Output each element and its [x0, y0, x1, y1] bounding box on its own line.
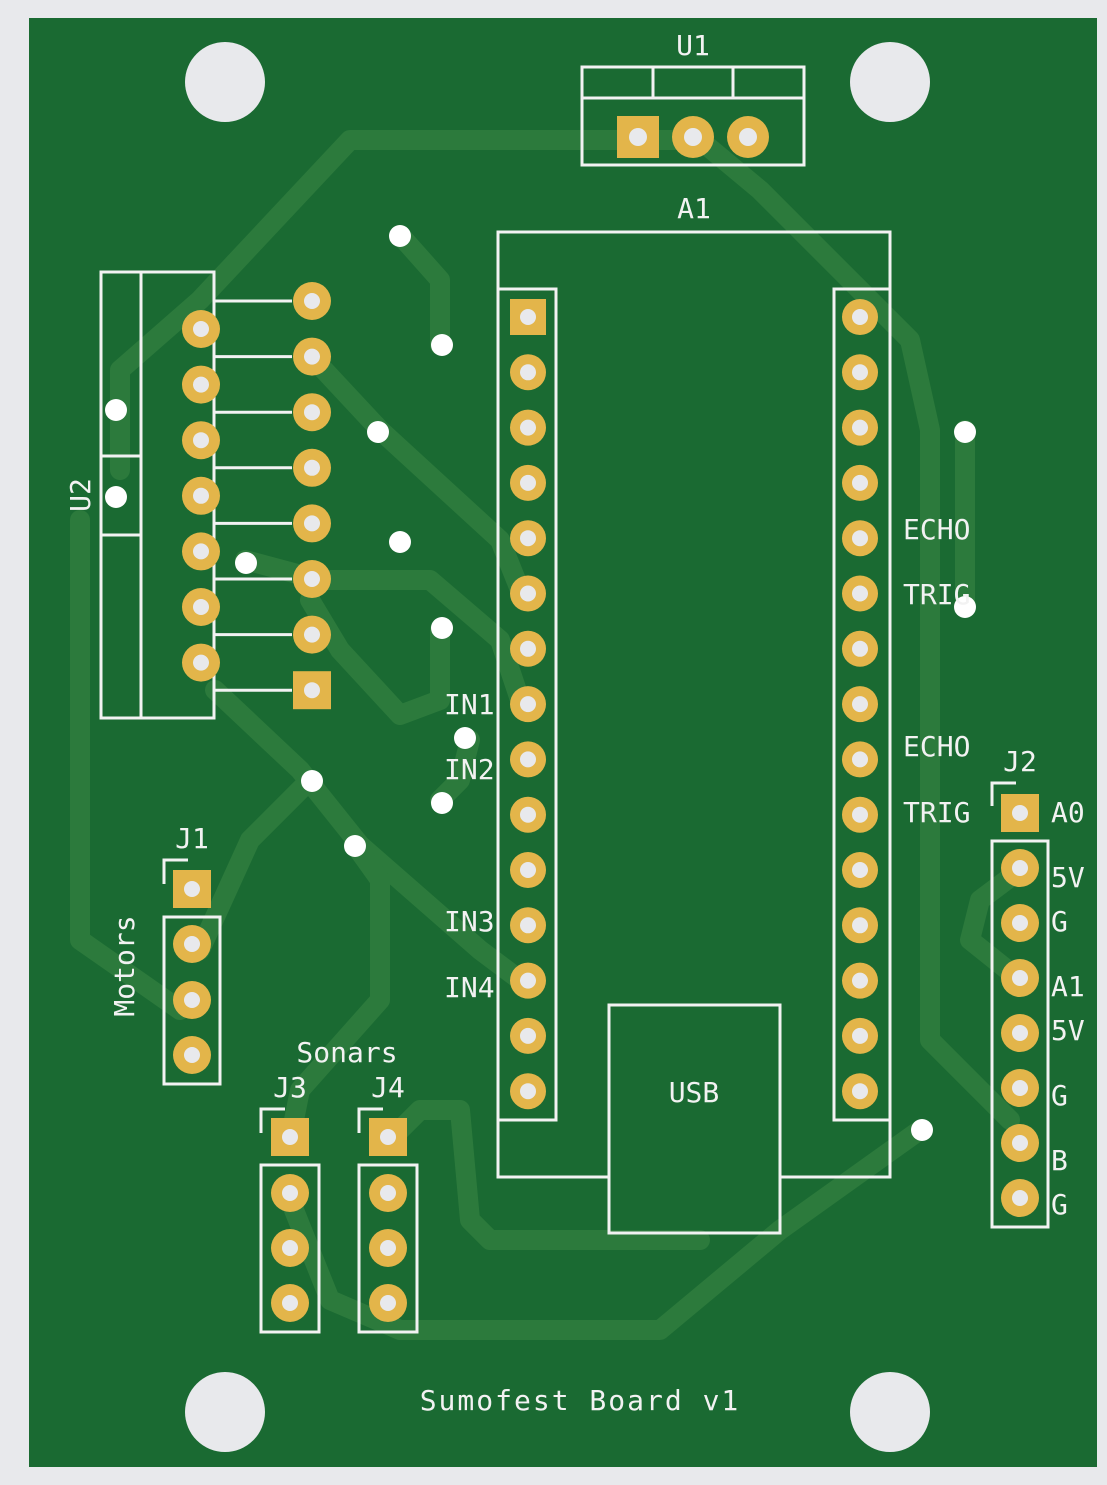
u2-pad-row-b-6: [293, 560, 331, 598]
u2-pad-row-a-2: [182, 365, 220, 404]
a1-label-in1: IN1: [444, 688, 495, 721]
u2-pad-row-b-3: [293, 393, 331, 432]
a1-right-pad-6: [842, 575, 878, 612]
a1-label-in4: IN4: [444, 971, 495, 1004]
u2-pad-row-b-5: [293, 504, 331, 543]
j3-sonar-connector: J3: [259, 1071, 321, 1334]
a1-right-pad-2: [842, 354, 878, 391]
a1-left-pad-11: [510, 852, 546, 888]
u1-ref-label: U1: [676, 29, 710, 62]
a1-left-pad-2: [510, 354, 546, 391]
j2-pin-label-4: A1: [1051, 970, 1085, 1003]
u2-pad-row-b-7: [293, 615, 331, 654]
a1-arduino-footprint: USB A1 IN1 IN2 IN3 IN4 ECHO TRIG ECHO TR…: [444, 192, 970, 1235]
j2-pin-label-1: A0: [1051, 796, 1085, 829]
j2-pin-label-2: 5V: [1051, 861, 1085, 894]
j2-pin-label-3: G: [1051, 905, 1068, 938]
j2-pad-8: [1001, 1179, 1039, 1217]
u2-ref-label: U2: [64, 478, 97, 512]
j1-ref-label: J1: [175, 822, 209, 855]
a1-right-pad-9: [842, 741, 878, 778]
a1-right-pin-header: [842, 299, 878, 1110]
u1-regulator: U1: [580, 29, 806, 167]
sonars-label: Sonars: [296, 1036, 397, 1069]
a1-left-pad-8: [510, 686, 546, 723]
a1-right-pad-7: [842, 630, 878, 667]
j2-pad-3: [1001, 904, 1039, 942]
a1-right-pad-12: [842, 907, 878, 944]
mounting-holes: [185, 42, 930, 1452]
j2-pad-5: [1001, 1014, 1039, 1052]
a1-left-pad-9: [510, 741, 546, 778]
a1-left-pin-header: [510, 299, 546, 1110]
a1-left-pad-7: [510, 630, 546, 667]
mounting-hole-top-left: [185, 42, 265, 122]
j2-pad-6: [1001, 1069, 1039, 1107]
j1-motors-connector: J1 Motors: [108, 822, 222, 1086]
a1-left-pad-14: [510, 1017, 546, 1054]
a1-left-pad-5: [510, 520, 546, 557]
j2-pad-4: [1001, 959, 1039, 997]
j2-pad-2: [1001, 849, 1039, 887]
a1-left-pad-1: [510, 299, 546, 335]
j2-pad-1: [1001, 794, 1039, 832]
u2-pad-row-a-7: [182, 643, 220, 682]
a1-right-pad-15: [842, 1073, 878, 1110]
a1-label-trig-1: TRIG: [903, 578, 970, 611]
a1-left-pad-10: [510, 796, 546, 833]
a1-left-pad-15: [510, 1073, 546, 1110]
mounting-hole-bottom-left: [185, 1372, 265, 1452]
mounting-hole-top-right: [850, 42, 930, 122]
usb-outline: [607, 1003, 782, 1235]
j2-pin-label-5: 5V: [1051, 1014, 1085, 1047]
u2-pad-row-a-6: [182, 588, 220, 626]
a1-right-pad-11: [842, 852, 878, 888]
a1-left-pad-4: [510, 464, 546, 501]
j2-pad-7: [1001, 1124, 1039, 1162]
j1-desc-label: Motors: [108, 915, 141, 1016]
u2-pad-row-a-3: [182, 421, 220, 460]
j2-ref-label: J2: [1003, 745, 1037, 778]
board-title: Sumofest Board v1: [420, 1384, 741, 1417]
u2-pad-row-b-4: [293, 448, 331, 487]
a1-right-pad-10: [842, 796, 878, 833]
a1-label-in3: IN3: [444, 905, 495, 938]
a1-right-pad-13: [842, 962, 878, 999]
a1-left-pad-12: [510, 907, 546, 944]
a1-right-pad-8: [842, 686, 878, 723]
j4-ref-label: J4: [371, 1071, 405, 1104]
u2-pad-row-b-1: [293, 282, 331, 320]
usb-label: USB: [669, 1076, 720, 1109]
u2-pad-row-a-1: [182, 310, 220, 348]
j2-pin-label-7: B: [1051, 1144, 1068, 1177]
a1-label-echo-1: ECHO: [903, 513, 970, 546]
a1-left-pad-6: [510, 575, 546, 612]
u2-pad-row-a-5: [182, 532, 220, 571]
mounting-hole-bottom-right: [850, 1372, 930, 1452]
a1-right-pad-3: [842, 409, 878, 446]
a1-left-pad-13: [510, 962, 546, 999]
u2-pad-row-a-4: [182, 476, 220, 515]
u2-pad-row-b-2: [293, 337, 331, 376]
a1-label-in2: IN2: [444, 753, 495, 786]
a1-label-trig-2: TRIG: [903, 796, 970, 829]
a1-right-pad-1: [842, 299, 878, 335]
a1-left-pad-3: [510, 409, 546, 446]
j2-pin-label-8: G: [1051, 1188, 1068, 1221]
u2-motor-driver-footprint: U2: [64, 270, 331, 720]
vias: [105, 225, 976, 1141]
j4-sonar-connector: J4: [357, 1071, 419, 1334]
u2-pad-row-b-8: [293, 671, 331, 710]
pcb-substrate: [29, 18, 1097, 1467]
a1-label-echo-2: ECHO: [903, 730, 970, 763]
a1-right-pad-14: [842, 1017, 878, 1054]
a1-right-pad-5: [842, 520, 878, 557]
a1-right-pad-4: [842, 464, 878, 501]
j3-ref-label: J3: [273, 1071, 307, 1104]
a1-ref-label: A1: [677, 192, 711, 225]
copper-traces: [70, 130, 1030, 1340]
j2-pin-label-6: G: [1051, 1079, 1068, 1112]
